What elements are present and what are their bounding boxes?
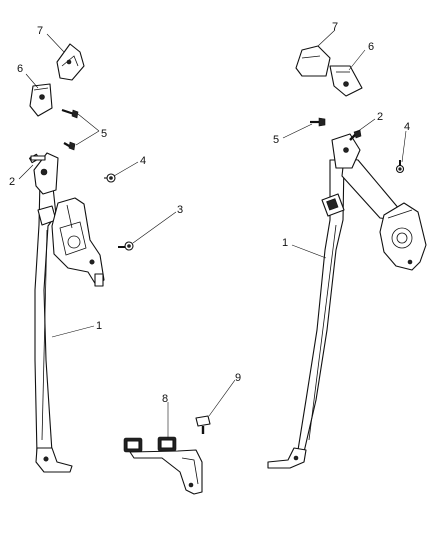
right-trim-cover-7 [295,45,331,77]
left-retractor [51,197,105,287]
right-d-ring [331,133,361,169]
callout-1-left: 1 [96,320,102,332]
callout-4-left: 4 [140,155,146,167]
left-bolt-5-lower [63,141,76,151]
callout-6-right: 6 [368,41,374,53]
left-nut-4 [104,173,116,183]
callout-7-right: 7 [332,21,338,33]
callout-6-left: 6 [17,63,23,75]
callout-4-right: 4 [404,121,410,133]
left-bolt-3 [118,241,134,251]
right-bolt-5 [310,117,326,127]
leader-lines [18,29,407,438]
callout-1-right: 1 [282,237,288,249]
right-bolt-2 [349,129,362,141]
right-retractor [379,202,427,271]
callout-labels: 7 6 5 2 4 3 1 9 8 7 6 2 4 5 1 [9,21,410,405]
left-bracket-6 [29,83,53,117]
right-bracket-6 [329,65,363,97]
callout-7-left: 7 [37,25,43,37]
left-bolt-5-upper [61,108,79,119]
right-lower-anchor [267,447,307,469]
left-lower-anchor [35,447,73,473]
right-nut-4 [395,160,405,174]
left-trim-cover-7 [56,43,85,81]
callout-2-right: 2 [377,111,383,123]
left-seat-belt-assembly [28,152,105,473]
right-belt-tongue [321,193,345,217]
right-seat-belt-assembly [267,133,427,469]
center-bolt-9 [195,415,211,434]
callout-2-left: 2 [9,176,15,188]
callout-5-right: 5 [273,134,279,146]
callout-8: 8 [162,393,168,405]
left-bolt-2 [30,155,46,161]
center-buckle-assembly-8 [123,436,203,495]
callout-9: 9 [235,372,241,384]
callout-3-left: 3 [177,204,183,216]
callout-5-left: 5 [101,128,107,140]
